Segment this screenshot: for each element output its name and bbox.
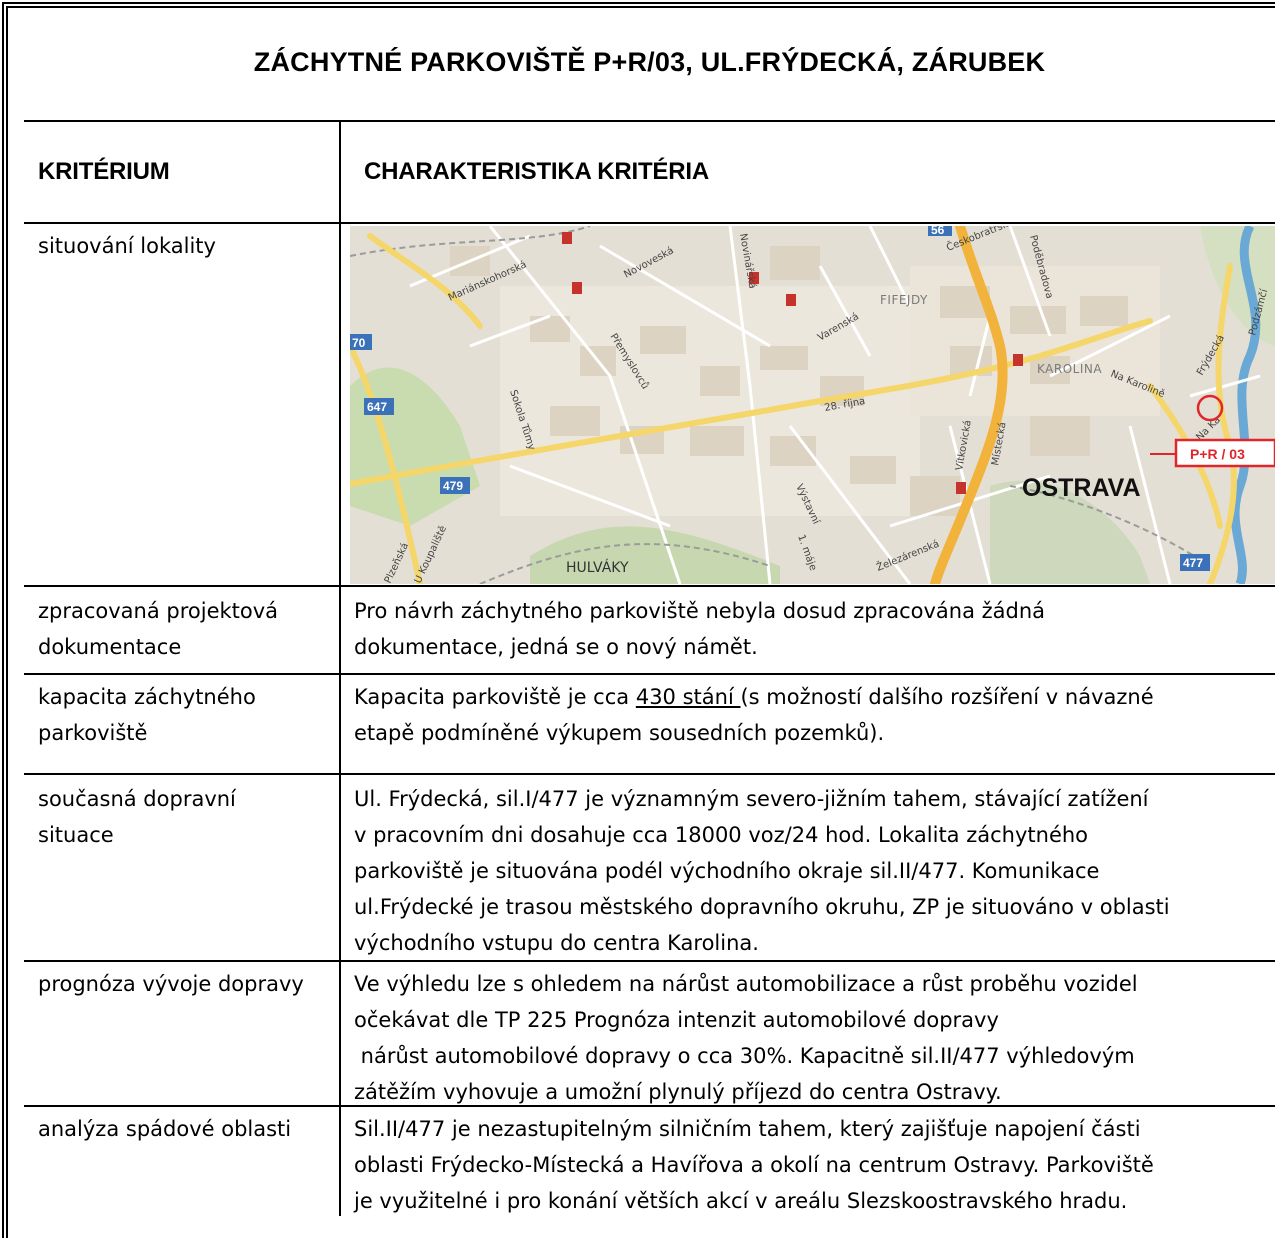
header-criterion: KRITÉRIUM bbox=[38, 158, 170, 185]
row-text-prognoza: Ve výhledu lze s ohledem na nárůst autom… bbox=[354, 972, 1138, 1104]
row-label-dopravni-situace: současná dopravní situace bbox=[38, 787, 236, 847]
pr-location-marker bbox=[1196, 394, 1224, 422]
row-label-prognoza: prognóza vývoje dopravy bbox=[38, 972, 304, 996]
map-district-label: FIFEJDY bbox=[880, 293, 928, 307]
row-text-dokumentace: Pro návrh záchytného parkoviště nebyla d… bbox=[354, 599, 1046, 659]
capacity-value: 430 stání bbox=[635, 685, 741, 709]
road-shield-647: 647 bbox=[367, 400, 387, 414]
map-city-label: OSTRAVA bbox=[1022, 474, 1141, 502]
header-characteristic: CHARAKTERISTIKA KRITÉRIA bbox=[364, 158, 709, 185]
road-shield-479: 479 bbox=[443, 479, 463, 493]
row-label-spadova-oblast: analýza spádové oblasti bbox=[38, 1117, 292, 1141]
map-district-label: HULVÁKY bbox=[566, 559, 629, 576]
road-shield-477: 477 bbox=[1183, 556, 1203, 570]
row-divider bbox=[24, 585, 1275, 587]
table-header-row: KRITÉRIUM CHARAKTERISTIKA KRITÉRIA bbox=[24, 120, 1275, 224]
column-divider bbox=[339, 120, 341, 1216]
row-text-spadova-oblast: Sil.II/477 je nezastupitelným silničním … bbox=[354, 1117, 1154, 1213]
row-text-dopravni-situace: Ul. Frýdecká, sil.I/477 je významným sev… bbox=[354, 787, 1170, 955]
map-district-label: KAROLINA bbox=[1037, 362, 1102, 376]
row-divider bbox=[24, 1105, 1275, 1107]
road-shield-70: 70 bbox=[352, 336, 366, 350]
row-text-kapacita: Kapacita parkoviště je cca 430 stání (s … bbox=[354, 685, 1154, 745]
pr-label: P+R / 03 bbox=[1190, 446, 1245, 462]
row-label-situovani: situování lokality bbox=[38, 234, 216, 258]
location-map: 70 647 479 477 56 FIFEJDY KAROLINA HULVÁ… bbox=[350, 226, 1275, 584]
row-label-dokumentace: zpracovaná projektová dokumentace bbox=[38, 599, 279, 659]
row-divider bbox=[24, 960, 1275, 962]
row-divider bbox=[24, 773, 1275, 775]
road-shield-56: 56 bbox=[931, 226, 945, 237]
row-divider bbox=[24, 673, 1275, 675]
page-title: ZÁCHYTNÉ PARKOVIŠTĚ P+R/03, UL.FRÝDECKÁ,… bbox=[253, 47, 1046, 77]
row-label-kapacita: kapacita záchytného parkoviště bbox=[38, 685, 256, 745]
title-row: ZÁCHYTNÉ PARKOVIŠTĚ P+R/03, UL.FRÝDECKÁ,… bbox=[24, 10, 1275, 122]
